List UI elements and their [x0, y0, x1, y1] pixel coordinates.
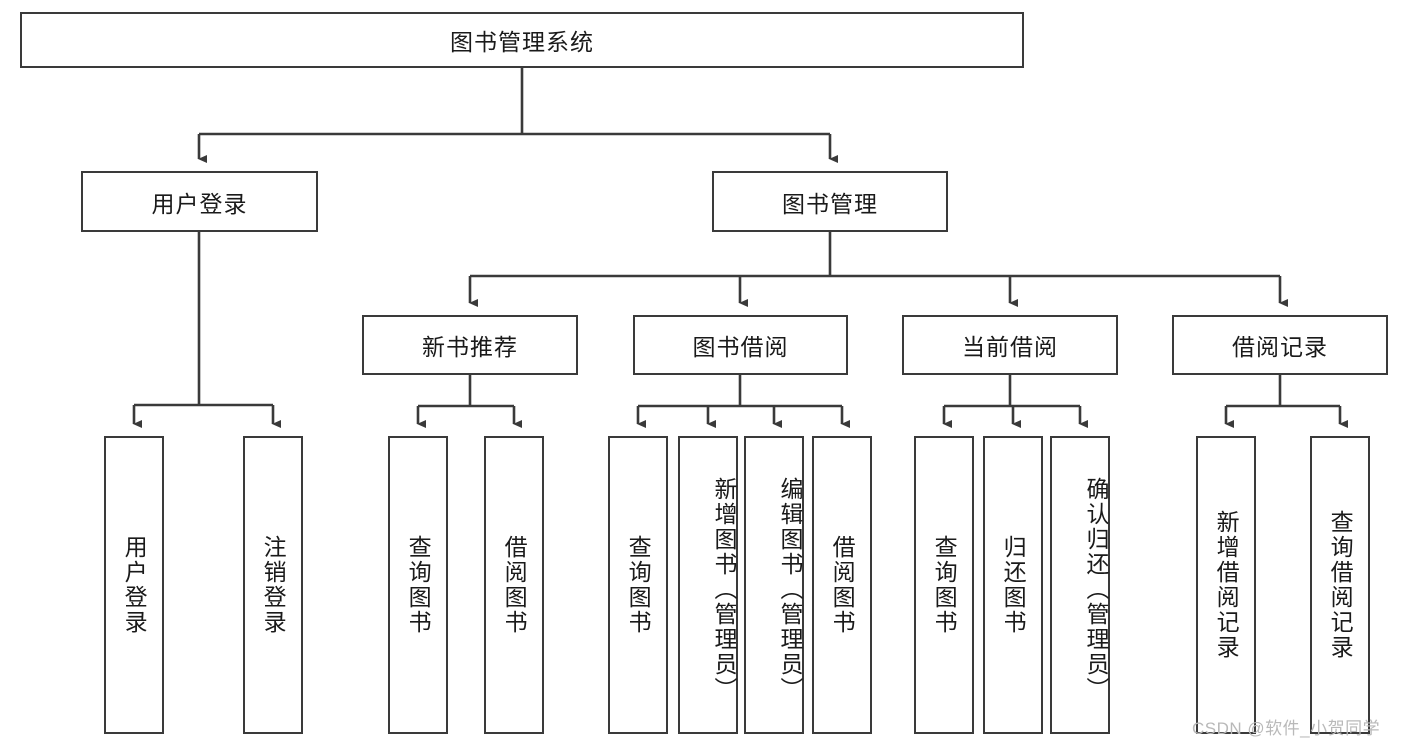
node-label: 当前借阅: [962, 334, 1058, 360]
node-leaf-query-record[interactable]: 查询借阅记录: [1310, 436, 1370, 734]
node-label: 图书管理: [782, 190, 878, 217]
node-leaf-add-record[interactable]: 新增借阅记录: [1196, 436, 1256, 734]
node-label: 查询图书: [625, 535, 652, 635]
node-root[interactable]: 图书管理系统: [20, 12, 1024, 68]
node-leaf-user-login[interactable]: 用户登录: [104, 436, 164, 734]
node-label: 归还图书: [1000, 535, 1027, 635]
node-leaf-user-logout[interactable]: 注销登录: [243, 436, 303, 734]
node-book-borrow[interactable]: 图书借阅: [633, 315, 848, 375]
node-leaf-add-book[interactable]: 新增图书（管理员）: [678, 436, 738, 734]
node-current-borrow[interactable]: 当前借阅: [902, 315, 1118, 375]
node-label: 编辑图书（管理员）: [777, 476, 803, 702]
node-label: 用户登录: [121, 535, 148, 635]
node-label: 图书管理系统: [450, 29, 594, 55]
node-label: 查询图书: [931, 535, 958, 635]
node-leaf-borrow-book-rec[interactable]: 借阅图书: [484, 436, 544, 734]
node-label: 注销登录: [260, 535, 287, 635]
node-leaf-edit-book[interactable]: 编辑图书（管理员）: [744, 436, 804, 734]
node-label: 借阅图书: [829, 535, 856, 635]
node-book-manage[interactable]: 图书管理: [712, 171, 948, 232]
node-borrow-record[interactable]: 借阅记录: [1172, 315, 1388, 375]
node-label: 借阅记录: [1232, 334, 1328, 360]
node-label: 确认归还（管理员）: [1083, 476, 1109, 702]
node-label: 用户登录: [151, 190, 248, 217]
node-label: 查询借阅记录: [1327, 510, 1354, 660]
node-user-login[interactable]: 用户登录: [81, 171, 318, 232]
node-leaf-query-book-cur[interactable]: 查询图书: [914, 436, 974, 734]
node-new-book-rec[interactable]: 新书推荐: [362, 315, 578, 375]
node-leaf-return-book[interactable]: 归还图书: [983, 436, 1043, 734]
node-leaf-confirm-return[interactable]: 确认归还（管理员）: [1050, 436, 1110, 734]
node-label: 新增借阅记录: [1213, 510, 1240, 660]
node-label: 图书借阅: [692, 334, 789, 360]
node-label: 借阅图书: [501, 535, 528, 635]
node-label: 新增图书（管理员）: [711, 476, 737, 702]
node-label: 查询图书: [405, 535, 432, 635]
node-leaf-borrow-book[interactable]: 借阅图书: [812, 436, 872, 734]
csdn-watermark: CSDN @软件_小贺同学: [1192, 719, 1381, 738]
node-leaf-query-book[interactable]: 查询图书: [608, 436, 668, 734]
node-leaf-query-book-rec[interactable]: 查询图书: [388, 436, 448, 734]
node-label: 新书推荐: [422, 334, 518, 360]
